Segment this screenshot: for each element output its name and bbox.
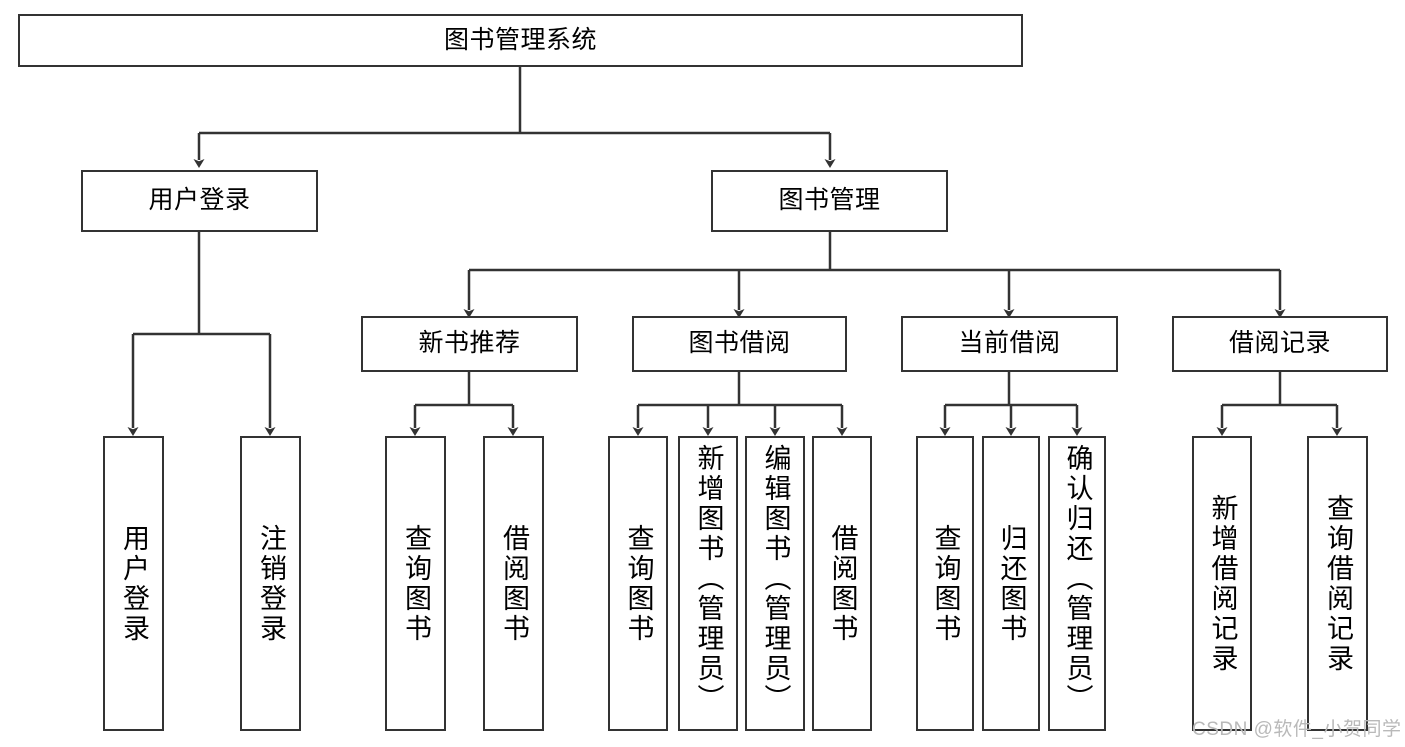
node-book-management[interactable]: 图书管理 xyxy=(711,170,948,232)
node-leaf-query-book-1[interactable]: 查询图书 xyxy=(385,436,446,731)
node-book-management-label: 图书管理 xyxy=(778,186,881,215)
csdn-watermark: CSDN @软件_小贺同学 xyxy=(1192,719,1402,740)
node-borrow-record-label: 借阅记录 xyxy=(1228,329,1331,358)
node-leaf-borrow-book-1[interactable]: 借阅图书 xyxy=(483,436,544,731)
node-leaf-query-record[interactable]: 查询借阅记录 xyxy=(1307,436,1368,731)
node-new-book-recommend-label: 新书推荐 xyxy=(418,329,521,358)
node-leaf-query-book-2-label: 查询图书 xyxy=(623,523,654,644)
node-user-login[interactable]: 用户登录 xyxy=(81,170,318,232)
node-leaf-confirm-return[interactable]: 确认归还（管理员） xyxy=(1048,436,1106,731)
node-current-borrow-label: 当前借阅 xyxy=(958,329,1061,358)
node-leaf-borrow-book-2[interactable]: 借阅图书 xyxy=(812,436,872,731)
node-leaf-edit-book[interactable]: 编辑图书（管理员） xyxy=(745,436,805,731)
node-leaf-query-record-label: 查询借阅记录 xyxy=(1323,493,1353,674)
node-leaf-query-book-3[interactable]: 查询图书 xyxy=(916,436,974,731)
node-leaf-edit-book-label: 编辑图书（管理员） xyxy=(760,444,791,714)
node-leaf-confirm-return-label: 确认归还（管理员） xyxy=(1062,444,1093,714)
node-book-borrow-label: 图书借阅 xyxy=(688,329,791,358)
node-book-borrow[interactable]: 图书借阅 xyxy=(632,316,847,372)
node-leaf-borrow-book-2-label: 借阅图书 xyxy=(827,523,858,644)
node-leaf-logout-login[interactable]: 注销登录 xyxy=(240,436,301,731)
node-leaf-query-book-2[interactable]: 查询图书 xyxy=(608,436,668,731)
node-leaf-logout-login-label: 注销登录 xyxy=(256,523,286,644)
node-leaf-user-login[interactable]: 用户登录 xyxy=(103,436,164,731)
node-leaf-user-login-label: 用户登录 xyxy=(119,523,149,644)
node-leaf-return-book[interactable]: 归还图书 xyxy=(982,436,1040,731)
node-leaf-borrow-book-1-label: 借阅图书 xyxy=(499,523,529,644)
node-root-label: 图书管理系统 xyxy=(443,25,597,54)
node-new-book-recommend[interactable]: 新书推荐 xyxy=(361,316,578,372)
node-leaf-return-book-label: 归还图书 xyxy=(996,523,1027,644)
node-leaf-query-book-1-label: 查询图书 xyxy=(401,523,431,644)
node-leaf-query-book-3-label: 查询图书 xyxy=(930,523,961,644)
node-leaf-add-book-label: 新增图书（管理员） xyxy=(693,444,724,714)
node-user-login-label: 用户登录 xyxy=(148,186,251,215)
node-root[interactable]: 图书管理系统 xyxy=(18,14,1023,67)
node-leaf-add-record[interactable]: 新增借阅记录 xyxy=(1192,436,1252,731)
node-current-borrow[interactable]: 当前借阅 xyxy=(901,316,1118,372)
node-leaf-add-record-label: 新增借阅记录 xyxy=(1207,493,1238,674)
node-leaf-add-book[interactable]: 新增图书（管理员） xyxy=(678,436,738,731)
node-borrow-record[interactable]: 借阅记录 xyxy=(1172,316,1388,372)
